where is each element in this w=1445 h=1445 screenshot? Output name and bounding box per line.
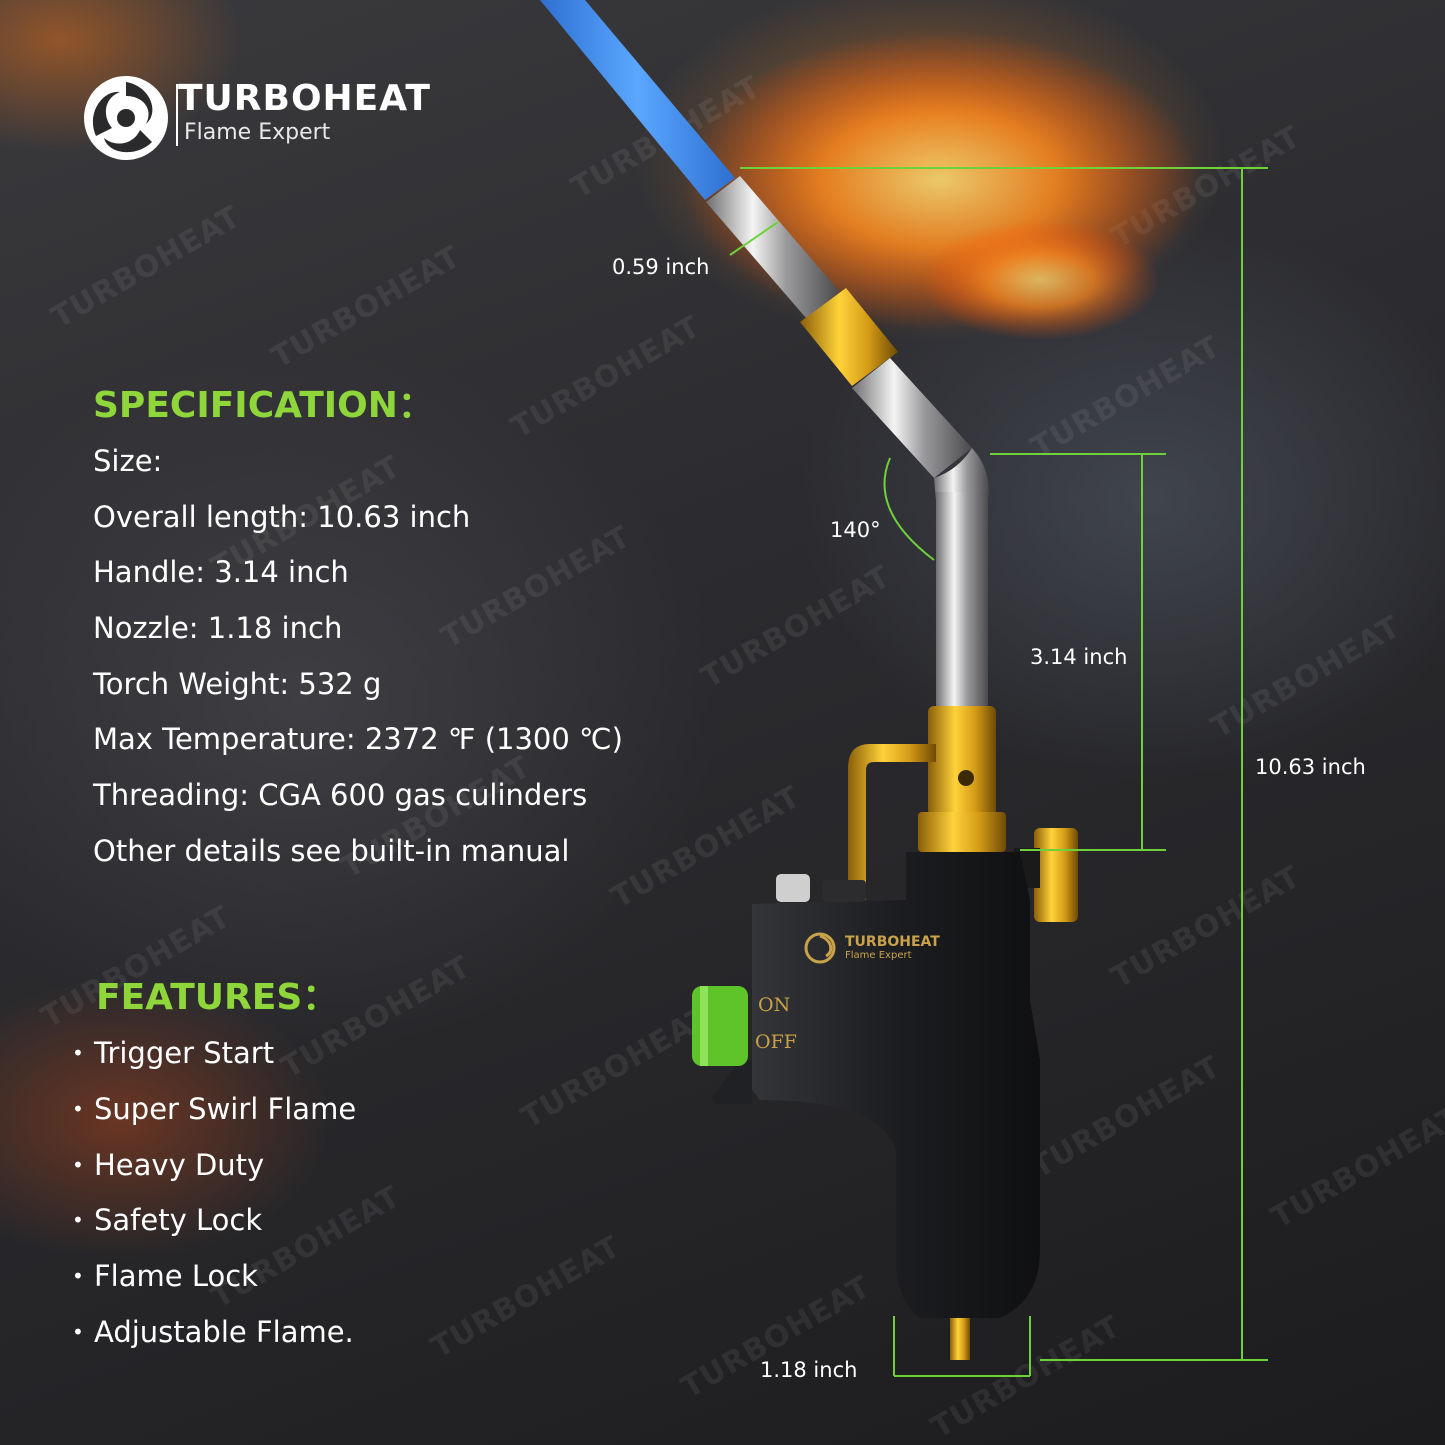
features-list: • Trigger Start • Super Swirl Flame • Heavy… [72, 1032, 356, 1367]
feature-label: Safety Lock [94, 1203, 263, 1238]
brand-name: TURBOHEAT [178, 78, 431, 119]
vertical-tube [936, 492, 988, 714]
torch-body [752, 852, 1040, 1318]
fire-glow [920, 220, 1160, 340]
feature-item: • Safety Lock [72, 1199, 356, 1255]
bullet-icon: • [72, 1264, 84, 1289]
feature-item: • Flame Lock [72, 1255, 356, 1311]
spec-item: Max Temperature: 2372 ℉ (1300 ℃) [93, 722, 623, 757]
feature-label: Heavy Duty [94, 1147, 265, 1182]
tube-bend [934, 448, 989, 500]
bullet-icon: • [72, 1208, 84, 1233]
spec-item: Size: [93, 444, 163, 478]
bend-angle-label: 140° [830, 518, 881, 542]
base-width-label: 1.18 inch [760, 1358, 858, 1382]
brass-collar [800, 288, 898, 386]
specification-heading: SPECIFICATION： [93, 385, 434, 426]
bullet-icon: • [72, 1319, 84, 1344]
cga-connector [950, 1318, 970, 1360]
blue-flame [540, 0, 735, 200]
feature-item: • Heavy Duty [72, 1144, 356, 1200]
switch-off-label: OFF [755, 1031, 797, 1053]
lock-slider [822, 880, 866, 902]
brass-valve-base [918, 812, 1006, 852]
feature-label: Trigger Start [94, 1036, 275, 1070]
feature-item: • Trigger Start [72, 1032, 356, 1088]
spec-item: Torch Weight: 532 g [93, 666, 382, 701]
feature-label: Flame Lock [94, 1259, 258, 1294]
angle-arc [883, 457, 935, 561]
features-heading: FEATURES： [96, 977, 339, 1018]
specification-list: Size: Overall length: 10.63 inch Handle:… [93, 440, 623, 886]
trigger-lever [712, 1060, 752, 1104]
feature-item: • Adjustable Flame. [72, 1311, 356, 1367]
switch-on-label: ON [758, 994, 791, 1016]
tip-diameter-line [729, 221, 779, 256]
valve-hole [958, 770, 974, 786]
spec-item: Handle: 3.14 inch [93, 555, 349, 590]
green-knob-highlight [700, 986, 708, 1066]
ignition-button [776, 874, 810, 902]
brass-valve [928, 706, 996, 816]
body-logo-icon [804, 932, 836, 964]
tip-diameter-label: 0.59 inch [612, 255, 710, 279]
spec-item: Overall length: 10.63 inch [93, 499, 471, 534]
dimension-lines [729, 167, 1268, 1377]
overall-length-label: 10.63 inch [1255, 755, 1366, 779]
adjustment-knob [1034, 828, 1078, 922]
logo-divider [176, 84, 178, 146]
spec-item: Threading: CGA 600 gas culinders [93, 778, 588, 813]
handle-height-label: 3.14 inch [1030, 645, 1128, 669]
body-tagline: Flame Expert [845, 950, 912, 961]
angled-tube [852, 358, 972, 478]
body-brand: TURBOHEAT [845, 934, 940, 950]
spec-item: Nozzle: 1.18 inch [93, 611, 343, 646]
spec-item: Other details see built-in manual [93, 833, 570, 868]
feature-label: Adjustable Flame. [94, 1314, 354, 1349]
feature-item: • Super Swirl Flame [72, 1088, 356, 1144]
bullet-icon: • [72, 1041, 84, 1065]
brand-tagline: Flame Expert [184, 120, 331, 145]
bullet-icon: • [72, 1152, 84, 1177]
bullet-icon: • [72, 1096, 84, 1121]
swirl-logo-icon [84, 76, 168, 160]
feature-label: Super Swirl Flame [94, 1091, 357, 1126]
body-logo-swirl [819, 934, 833, 958]
nozzle-tip [706, 176, 840, 318]
brand-logo: TURBOHEAT Flame Expert [80, 72, 480, 162]
